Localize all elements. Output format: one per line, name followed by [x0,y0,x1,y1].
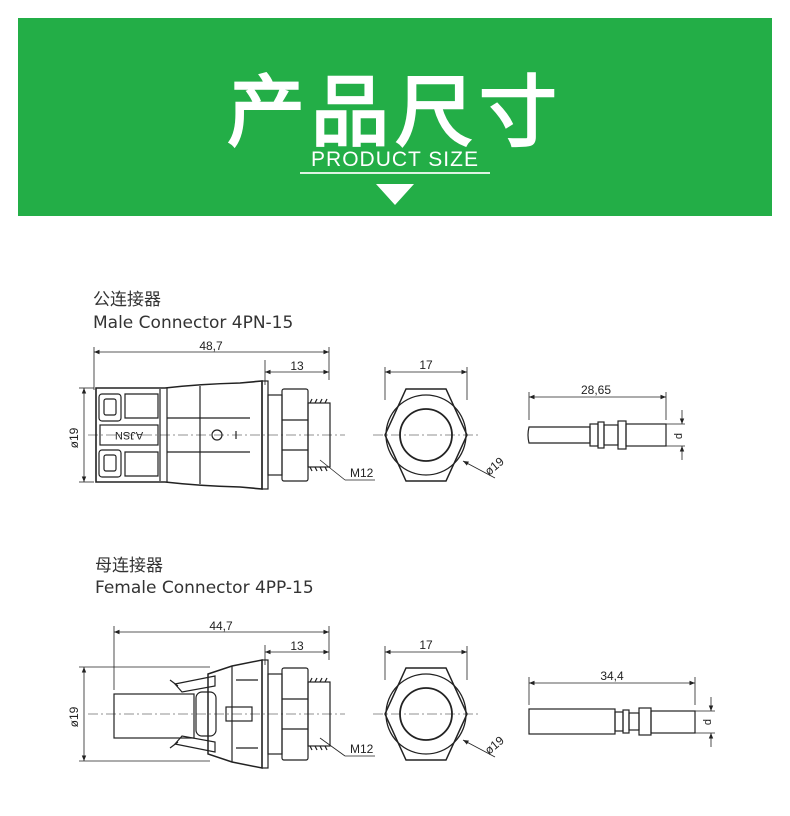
male-nut-width: 17 [419,358,433,372]
male-nut-diameter: ø19 [482,454,507,478]
female-socket-view [528,677,715,747]
male-pin-view [527,392,685,460]
header-banner: 产品尺寸 PRODUCT SIZE [18,18,772,216]
female-socket-diameter: d [702,719,714,725]
female-side-view [79,626,375,769]
female-thread-length: 13 [290,639,304,653]
male-housing-marking: AJSN [115,429,143,441]
male-pin-diameter: d [673,433,685,439]
male-pin-length: 28,65 [581,383,611,397]
male-side-view [79,347,375,490]
male-thread-length: 13 [290,359,304,373]
female-nut-diameter: ø19 [482,733,507,757]
female-nut-front-view [373,646,496,761]
female-title-en: Female Connector 4PP-15 [95,578,314,598]
page-subtitle: PRODUCT SIZE [311,148,479,171]
female-overall-length: 44,7 [209,619,233,633]
male-overall-length: 48,7 [199,339,223,353]
male-diameter: ø19 [67,427,81,448]
page-title: 产品尺寸 [226,68,563,158]
female-nut-width: 17 [419,638,433,652]
female-title-cn: 母连接器 [95,556,163,576]
chevron-down-icon [376,184,414,205]
male-title-en: Male Connector 4PN-15 [93,313,294,333]
male-title-cn: 公连接器 [93,290,161,310]
subtitle-underline [300,172,490,174]
female-diameter: ø19 [67,706,81,727]
male-thread-label: M12 [350,466,374,480]
female-socket-length: 34,4 [600,669,624,683]
male-nut-front-view [373,367,496,482]
female-thread-label: M12 [350,742,374,756]
